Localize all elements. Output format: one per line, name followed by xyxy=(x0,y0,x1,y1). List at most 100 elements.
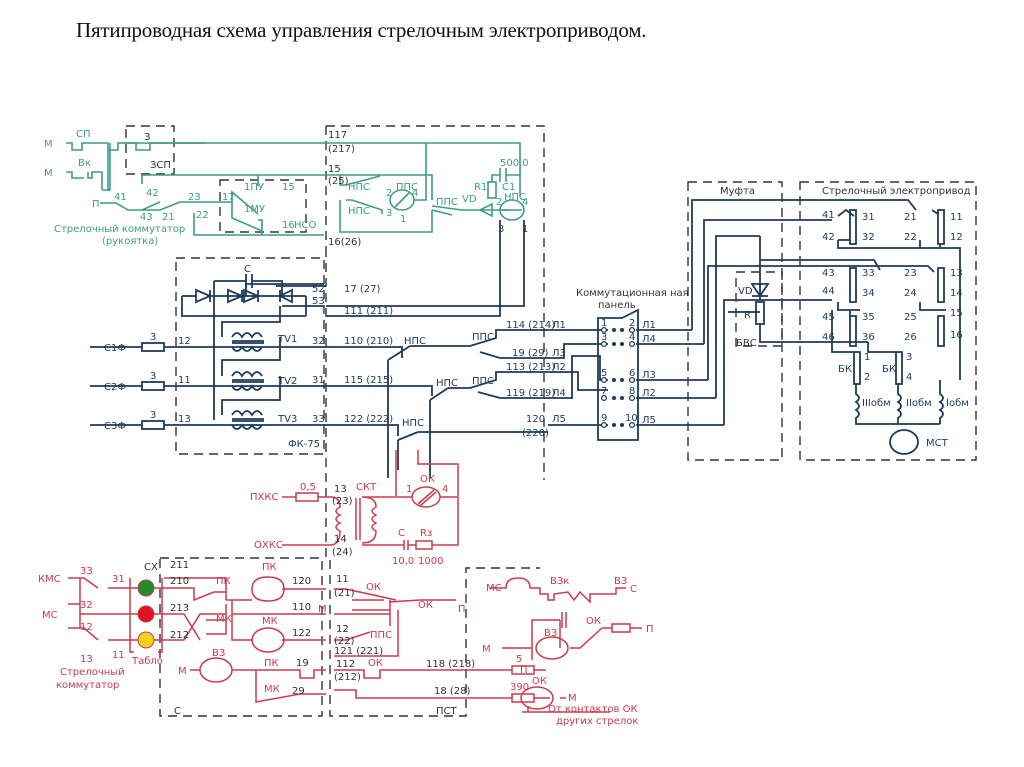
contact-row-1-2 xyxy=(600,326,636,334)
wire-220: (220) xyxy=(522,428,549,439)
resistor-rz-label: Rз xyxy=(420,528,432,539)
bk-pin-1: 1 xyxy=(864,352,870,363)
contact-row-3-4 xyxy=(600,340,636,348)
kms-label: КМС xyxy=(38,574,61,585)
p-label-1: П xyxy=(458,604,466,615)
bvs-label: БВС xyxy=(736,338,757,349)
term-11: 11 xyxy=(178,375,191,386)
term-53: 53 xyxy=(312,296,325,307)
sp-label: СП xyxy=(76,129,91,140)
winding-2-label: IIобм xyxy=(906,398,932,409)
line-l5-out: Л5 xyxy=(642,415,656,426)
c-box xyxy=(159,557,323,717)
green-lamp-icon xyxy=(137,579,155,597)
drive-contact-42: 42 xyxy=(822,232,835,243)
term-213: 213 xyxy=(170,603,189,614)
switch-contact-33: 33 xyxy=(80,566,93,577)
ok-relay-label: ОК xyxy=(420,474,435,485)
term-52: 52 xyxy=(312,284,325,295)
term-12: 12 xyxy=(178,336,191,347)
switch-label-line2: (рукоятка) xyxy=(102,236,158,247)
page-title: Пятипроводная схема управления стрелочны… xyxy=(76,18,647,42)
pst-box xyxy=(329,560,540,717)
term-25: (25) xyxy=(328,176,349,187)
m-label-2: М xyxy=(44,168,53,179)
wire-111-211: 111 (211) xyxy=(344,306,393,317)
note-line1: От контактов ОК xyxy=(548,704,638,715)
switch-contact-11: 11 xyxy=(112,650,125,661)
drive-contact-43: 43 xyxy=(822,268,835,279)
contact-23: 23 xyxy=(188,192,201,203)
z-label: З xyxy=(144,132,150,143)
green-labels: М СП М Вк П З ЗСП 41 42 43 21 23 22 17 1… xyxy=(44,129,529,248)
nso-label: НСО xyxy=(294,220,317,231)
fuse-3-value: 3 xyxy=(150,410,156,421)
nps-pin-2: 2 xyxy=(496,197,502,208)
r1-label: R1 xyxy=(474,182,487,193)
term-32: 32 xyxy=(312,336,325,347)
contact-42: 42 xyxy=(146,188,159,199)
pk-contact-2: ПК xyxy=(264,658,279,669)
tv2-label: TV2 xyxy=(277,376,297,387)
pps-pin-1: 1 xyxy=(400,214,406,225)
tablo-label: Табло xyxy=(131,656,163,667)
wire-17-27: 17 (27) xyxy=(344,284,381,295)
drive-contact-13: 13 xyxy=(950,268,963,279)
pps-contact-label: ППС xyxy=(436,197,458,208)
wire-120: 120 xyxy=(526,414,545,425)
ok-pin-1: 1 xyxy=(406,484,412,495)
tv1-label: TV1 xyxy=(277,334,297,345)
zsp-box xyxy=(125,125,175,175)
blue-labels: С TV1 TV2 TV3 ФК-75 С1Ф С2Ф С3Ф 3 3 3 12… xyxy=(104,264,689,450)
drive-labels: Муфта Стрелочный электропривод VD R БВС … xyxy=(720,186,971,449)
wire-115-215: 115 (215) xyxy=(344,375,393,386)
motor-mst-label: МСТ xyxy=(926,438,949,449)
fuse-2-value: 3 xyxy=(150,371,156,382)
bk-pin-2: 2 xyxy=(864,372,870,383)
term-11: 11 xyxy=(336,574,349,585)
mk-contact-1: МК xyxy=(216,614,232,625)
ms-label-2: МС xyxy=(486,583,502,594)
vzk-label: ВЗк xyxy=(550,576,569,587)
fk75-label: ФК-75 xyxy=(288,439,320,450)
drive-contact-24: 24 xyxy=(904,288,917,299)
contact-17: 17 xyxy=(222,192,235,203)
wire-122-222: 122 (222) xyxy=(344,414,393,425)
drive-contact-33: 33 xyxy=(862,268,875,279)
m-label-1: М xyxy=(318,604,327,615)
switch-contact-32: 32 xyxy=(80,600,93,611)
drive-contact-45: 45 xyxy=(822,312,835,323)
drive-contact-46: 46 xyxy=(822,332,835,343)
tv3-label: TV3 xyxy=(277,414,297,425)
drive-contact-31: 31 xyxy=(862,212,875,223)
npu-label: 1ПУ xyxy=(244,182,264,193)
c2f-label: С2Ф xyxy=(104,382,126,393)
drive-contact-11: 11 xyxy=(950,212,963,223)
term-212: 212 xyxy=(170,630,189,641)
panel-pin-8: 8 xyxy=(629,386,635,397)
term-13: 13 xyxy=(334,484,347,495)
contact-16: 16 xyxy=(282,220,295,231)
term-24: (24) xyxy=(332,547,353,558)
pps-pin-2: 2 xyxy=(386,188,392,199)
m-label-3: М xyxy=(482,644,491,655)
vz-coil-label-2: ВЗ xyxy=(544,628,557,639)
wire-113-213: 113 (213) xyxy=(506,362,555,373)
vk-label: Вк xyxy=(78,158,91,169)
drive-contact-26: 26 xyxy=(904,332,917,343)
contact-43: 43 xyxy=(140,212,153,223)
contact-41: 41 xyxy=(114,192,127,203)
c-label-2: С xyxy=(630,584,637,595)
switch-contact-13: 13 xyxy=(80,654,93,665)
wire-118-218: 118 (218) xyxy=(426,659,475,670)
resistor-390-value: 390 xyxy=(510,682,529,693)
line-l1-out: Л1 xyxy=(642,320,656,331)
contact-15: 15 xyxy=(282,182,295,193)
bvs-r-label: R xyxy=(744,310,751,321)
m-label-2: М xyxy=(178,666,187,677)
term-210: 210 xyxy=(170,576,189,587)
contact-row-7-8 xyxy=(600,394,636,402)
drive-contact-15: 15 xyxy=(950,308,963,319)
term-14: 14 xyxy=(334,534,347,545)
bk-label-1: БК xyxy=(838,364,852,375)
